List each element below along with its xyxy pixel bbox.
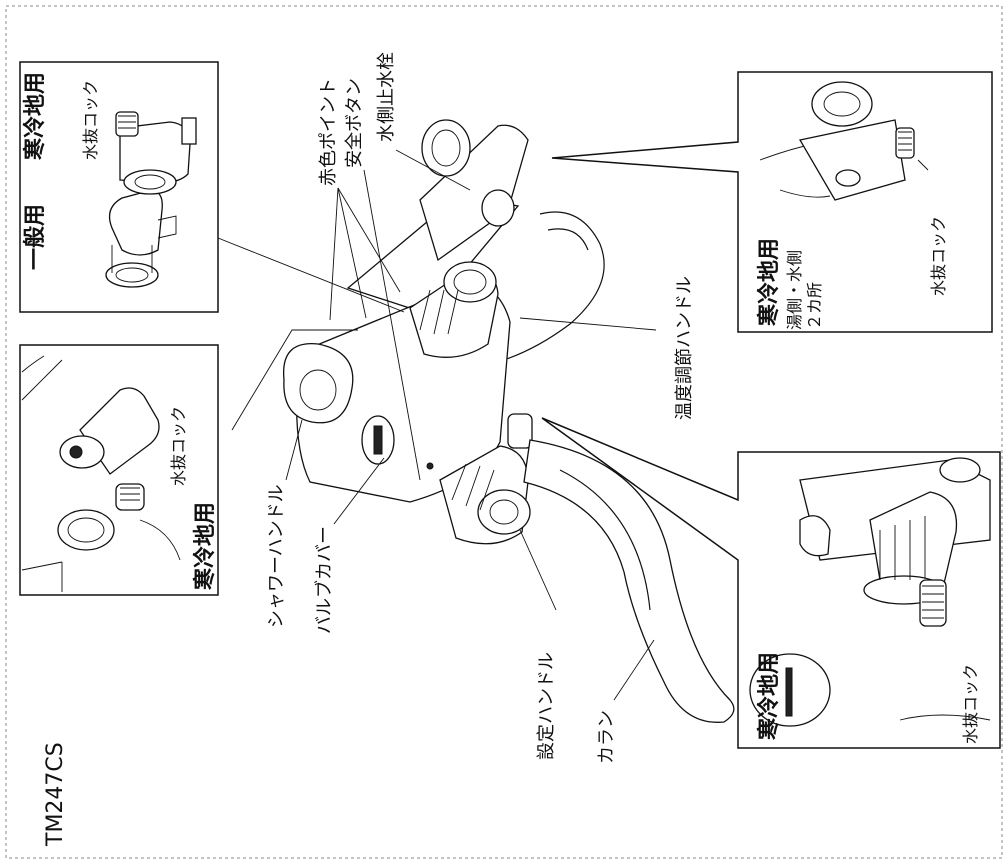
label-water-stop-valve: 水側止水栓 — [376, 52, 397, 142]
drain-cock-label-top-right: 水抜コック — [929, 216, 948, 296]
label-temperature-handle: 温度調節ハンドル — [674, 276, 695, 420]
drain-cock-leader-top-right — [917, 159, 929, 171]
note-two-places: ２カ所 — [805, 282, 824, 330]
label-shower-handle: シャワーハンドル — [266, 484, 287, 628]
cold-region-title-bottom-right: 寒冷地用 — [756, 652, 782, 740]
general-use-title: 一般用 — [22, 204, 48, 270]
faucet-main-illustration — [282, 119, 735, 723]
cold-region-title-top-right: 寒冷地用 — [756, 238, 782, 326]
model-number: TM247CS — [43, 742, 68, 847]
label-spout: カラン — [596, 710, 617, 764]
drain-cock-label: 水抜コック — [81, 80, 100, 160]
label-setting-handle: 設定ハンドル — [536, 652, 557, 760]
leader-lines — [217, 149, 657, 701]
drain-cock-label-left: 水抜コック — [169, 406, 188, 486]
cold-region-title-left: 寒冷地用 — [192, 502, 218, 590]
drain-cock-fitting-illustration — [115, 111, 197, 195]
label-red-point: 赤色ポイント — [318, 78, 339, 186]
elbow-fitting-illustration — [105, 189, 177, 288]
label-valve-cover: バルブカバー — [313, 526, 335, 634]
temp-handle-closeup-illustration — [749, 457, 991, 727]
page-border — [5, 5, 1003, 859]
inset-cold-left: 寒冷地用 水抜コック — [19, 344, 219, 596]
label-safety-button: 安全ボタン — [344, 78, 365, 168]
valve-body-closeup-illustration — [759, 81, 915, 201]
inset-general-cold: 一般用 寒冷地用 水抜コック — [19, 61, 219, 313]
drain-cock-label-bottom-right: 水抜コック — [961, 664, 980, 744]
main-labels: 赤色ポイント 安全ボタン 水側止水栓 温度調節ハンドル シャワーハンドル バルブ… — [43, 52, 695, 847]
inset-cold-left-frame — [19, 344, 219, 596]
drain-cock-closeup-illustration — [21, 355, 181, 592]
inset-cold-top-right: 寒冷地用 湯側・水側 ２カ所 水抜コック — [551, 71, 993, 333]
inset-cold-bottom-right: 寒冷地用 水抜コック — [541, 417, 1001, 749]
cold-region-title: 寒冷地用 — [22, 72, 48, 160]
note-hot-cold-sides: 湯側・水側 — [785, 250, 804, 330]
